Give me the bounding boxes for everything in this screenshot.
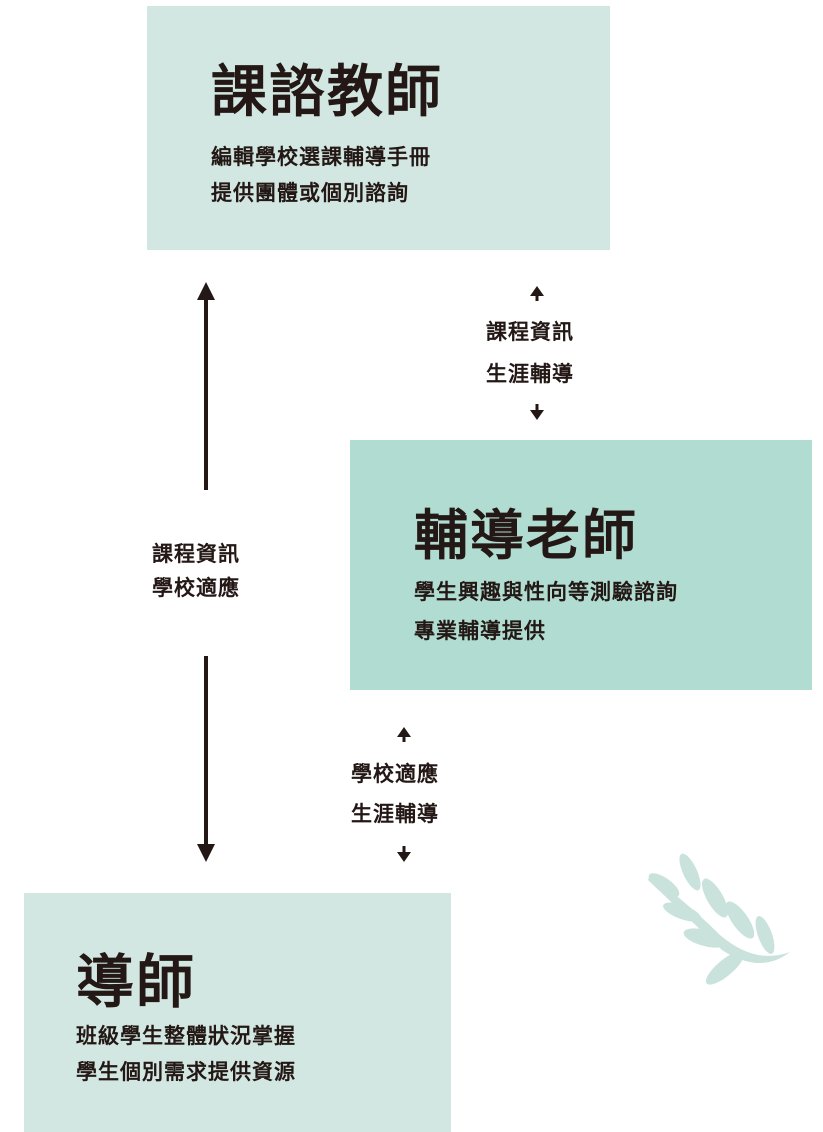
edge-label-guidance-homeroom-1: 學校適應 — [351, 761, 439, 786]
arrow-up-small-icon — [530, 286, 544, 301]
arrow-down-long-icon — [197, 656, 215, 862]
node-title: 導師 — [76, 948, 197, 1016]
node-line: 班級學生整體狀況掌握 — [76, 1023, 296, 1048]
arrow-up-small-icon — [397, 727, 411, 742]
node-line: 學生興趣與性向等測驗諮詢 — [414, 579, 678, 604]
node-title: 輔導老師 — [414, 503, 638, 567]
node-counselor-course: 課諮教師 編輯學校選課輔導手冊 提供團體或個別諮詢 — [147, 6, 610, 250]
arrow-down-small-icon — [530, 404, 544, 420]
edge-label-homeroom-counselor-1: 課程資訊 — [152, 541, 240, 566]
edge-label-guidance-homeroom-2: 生涯輔導 — [351, 801, 439, 826]
edge-label-counselor-guidance-1: 課程資訊 — [486, 319, 574, 344]
arrow-up-long-icon — [197, 282, 215, 490]
node-line: 編輯學校選課輔導手冊 — [211, 144, 431, 169]
node-guidance-teacher: 輔導老師 學生興趣與性向等測驗諮詢 專業輔導提供 — [350, 440, 812, 690]
node-title: 課諮教師 — [211, 59, 443, 125]
node-line: 學生個別需求提供資源 — [76, 1059, 296, 1084]
edge-label-counselor-guidance-2: 生涯輔導 — [486, 361, 574, 386]
node-homeroom-teacher: 導師 班級學生整體狀況掌握 學生個別需求提供資源 — [24, 893, 451, 1132]
leaf-sprig-icon — [648, 853, 790, 985]
node-line: 專業輔導提供 — [414, 618, 546, 643]
edge-label-homeroom-counselor-2: 學校適應 — [152, 575, 240, 600]
node-line: 提供團體或個別諮詢 — [211, 180, 409, 205]
arrow-down-small-icon — [397, 846, 411, 862]
